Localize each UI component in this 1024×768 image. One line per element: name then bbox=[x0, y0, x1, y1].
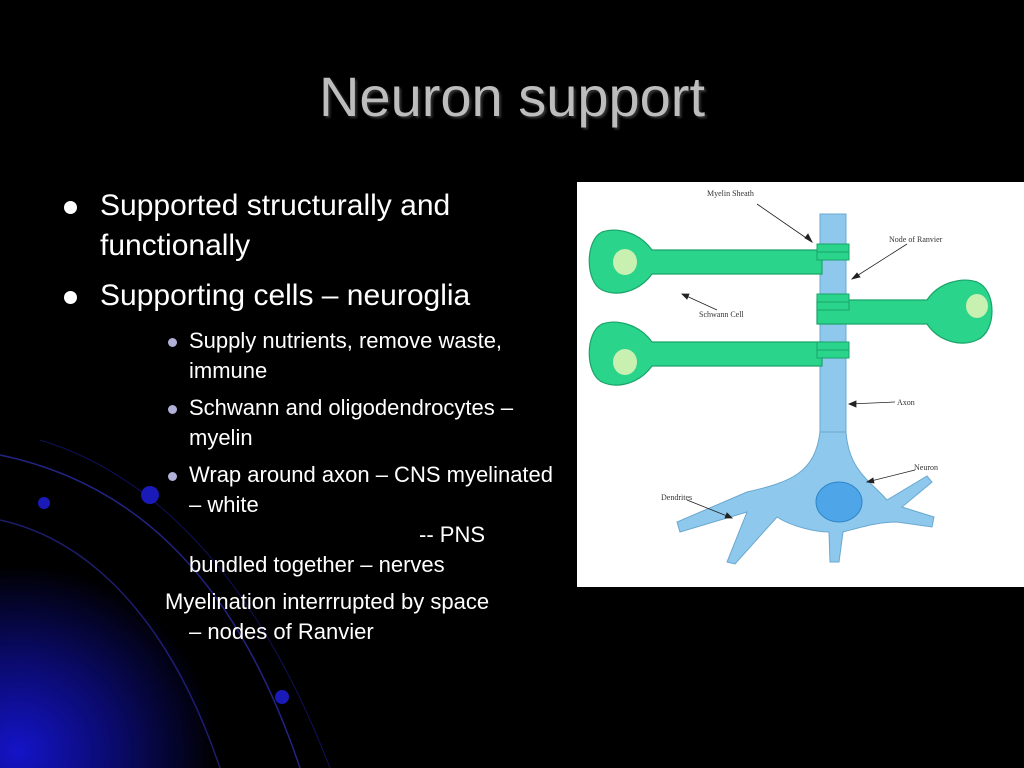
neuron-diagram-svg: Myelin Sheath Node of Ranvier Schwann Ce… bbox=[588, 189, 993, 565]
schwann-cell-2-shape bbox=[816, 279, 993, 344]
label-arrows bbox=[681, 203, 916, 519]
sub-bullet-text: Supply nutrients, remove waste, immune bbox=[189, 328, 503, 383]
sub-bullet-icon bbox=[168, 405, 177, 414]
bullet-list: Supported structurally and functionally … bbox=[60, 186, 560, 647]
sub-bullet-icon bbox=[168, 472, 177, 481]
bullet-item: Supported structurally and functionally bbox=[60, 186, 560, 266]
label-myelin-sheath: Myelin Sheath bbox=[707, 189, 754, 198]
sub-bullet-item: Schwann and oligodendrocytes – myelin bbox=[165, 393, 559, 453]
sub-bullet-text-pns: -- PNS bbox=[419, 522, 485, 547]
label-dendrites: Dendrites bbox=[661, 493, 692, 502]
sub-bullet-text-nerves: bundled together – nerves bbox=[189, 552, 445, 577]
label-node-of-ranvier: Node of Ranvier bbox=[889, 235, 943, 244]
bullet-icon bbox=[64, 201, 77, 214]
bullet-text: Supporting cells – neuroglia bbox=[100, 279, 471, 312]
bullet-item: Supporting cells – neuroglia bbox=[60, 276, 560, 316]
sub-bullet-text: Wrap around axon – CNS myelinated – whit… bbox=[189, 462, 554, 517]
schwann-cell-1-shape bbox=[588, 229, 823, 294]
label-schwann-cell: Schwann Cell bbox=[699, 310, 744, 319]
note-line-2: – nodes of Ranvier bbox=[189, 619, 374, 644]
neuron-diagram: Myelin Sheath Node of Ranvier Schwann Ce… bbox=[577, 182, 1024, 587]
sub-bullet-text: Schwann and oligodendrocytes – myelin bbox=[189, 395, 514, 450]
schwann-nucleus-shape bbox=[613, 349, 637, 375]
myelin-wraps bbox=[816, 243, 850, 359]
sub-bullet-icon bbox=[168, 338, 177, 347]
neuron-nucleus-shape bbox=[815, 481, 863, 523]
label-neuron: Neuron bbox=[914, 463, 938, 472]
note-text: Myelination interrrupted by space – node… bbox=[165, 587, 565, 647]
schwann-nucleus-shape bbox=[966, 294, 988, 318]
bullet-text: Supported structurally and functionally bbox=[100, 189, 451, 262]
sub-bullet-item: Wrap around axon – CNS myelinated – whit… bbox=[165, 460, 559, 580]
sub-bullet-item: Supply nutrients, remove waste, immune bbox=[165, 326, 559, 386]
schwann-cell-3-shape bbox=[588, 321, 823, 386]
label-axon: Axon bbox=[897, 398, 915, 407]
neuron-body-shape bbox=[676, 431, 935, 565]
note-line-1: Myelination interrrupted by space bbox=[165, 589, 490, 614]
bullet-icon bbox=[64, 291, 77, 304]
schwann-nucleus-shape bbox=[613, 249, 637, 275]
slide-title: Neuron support bbox=[318, 65, 705, 128]
